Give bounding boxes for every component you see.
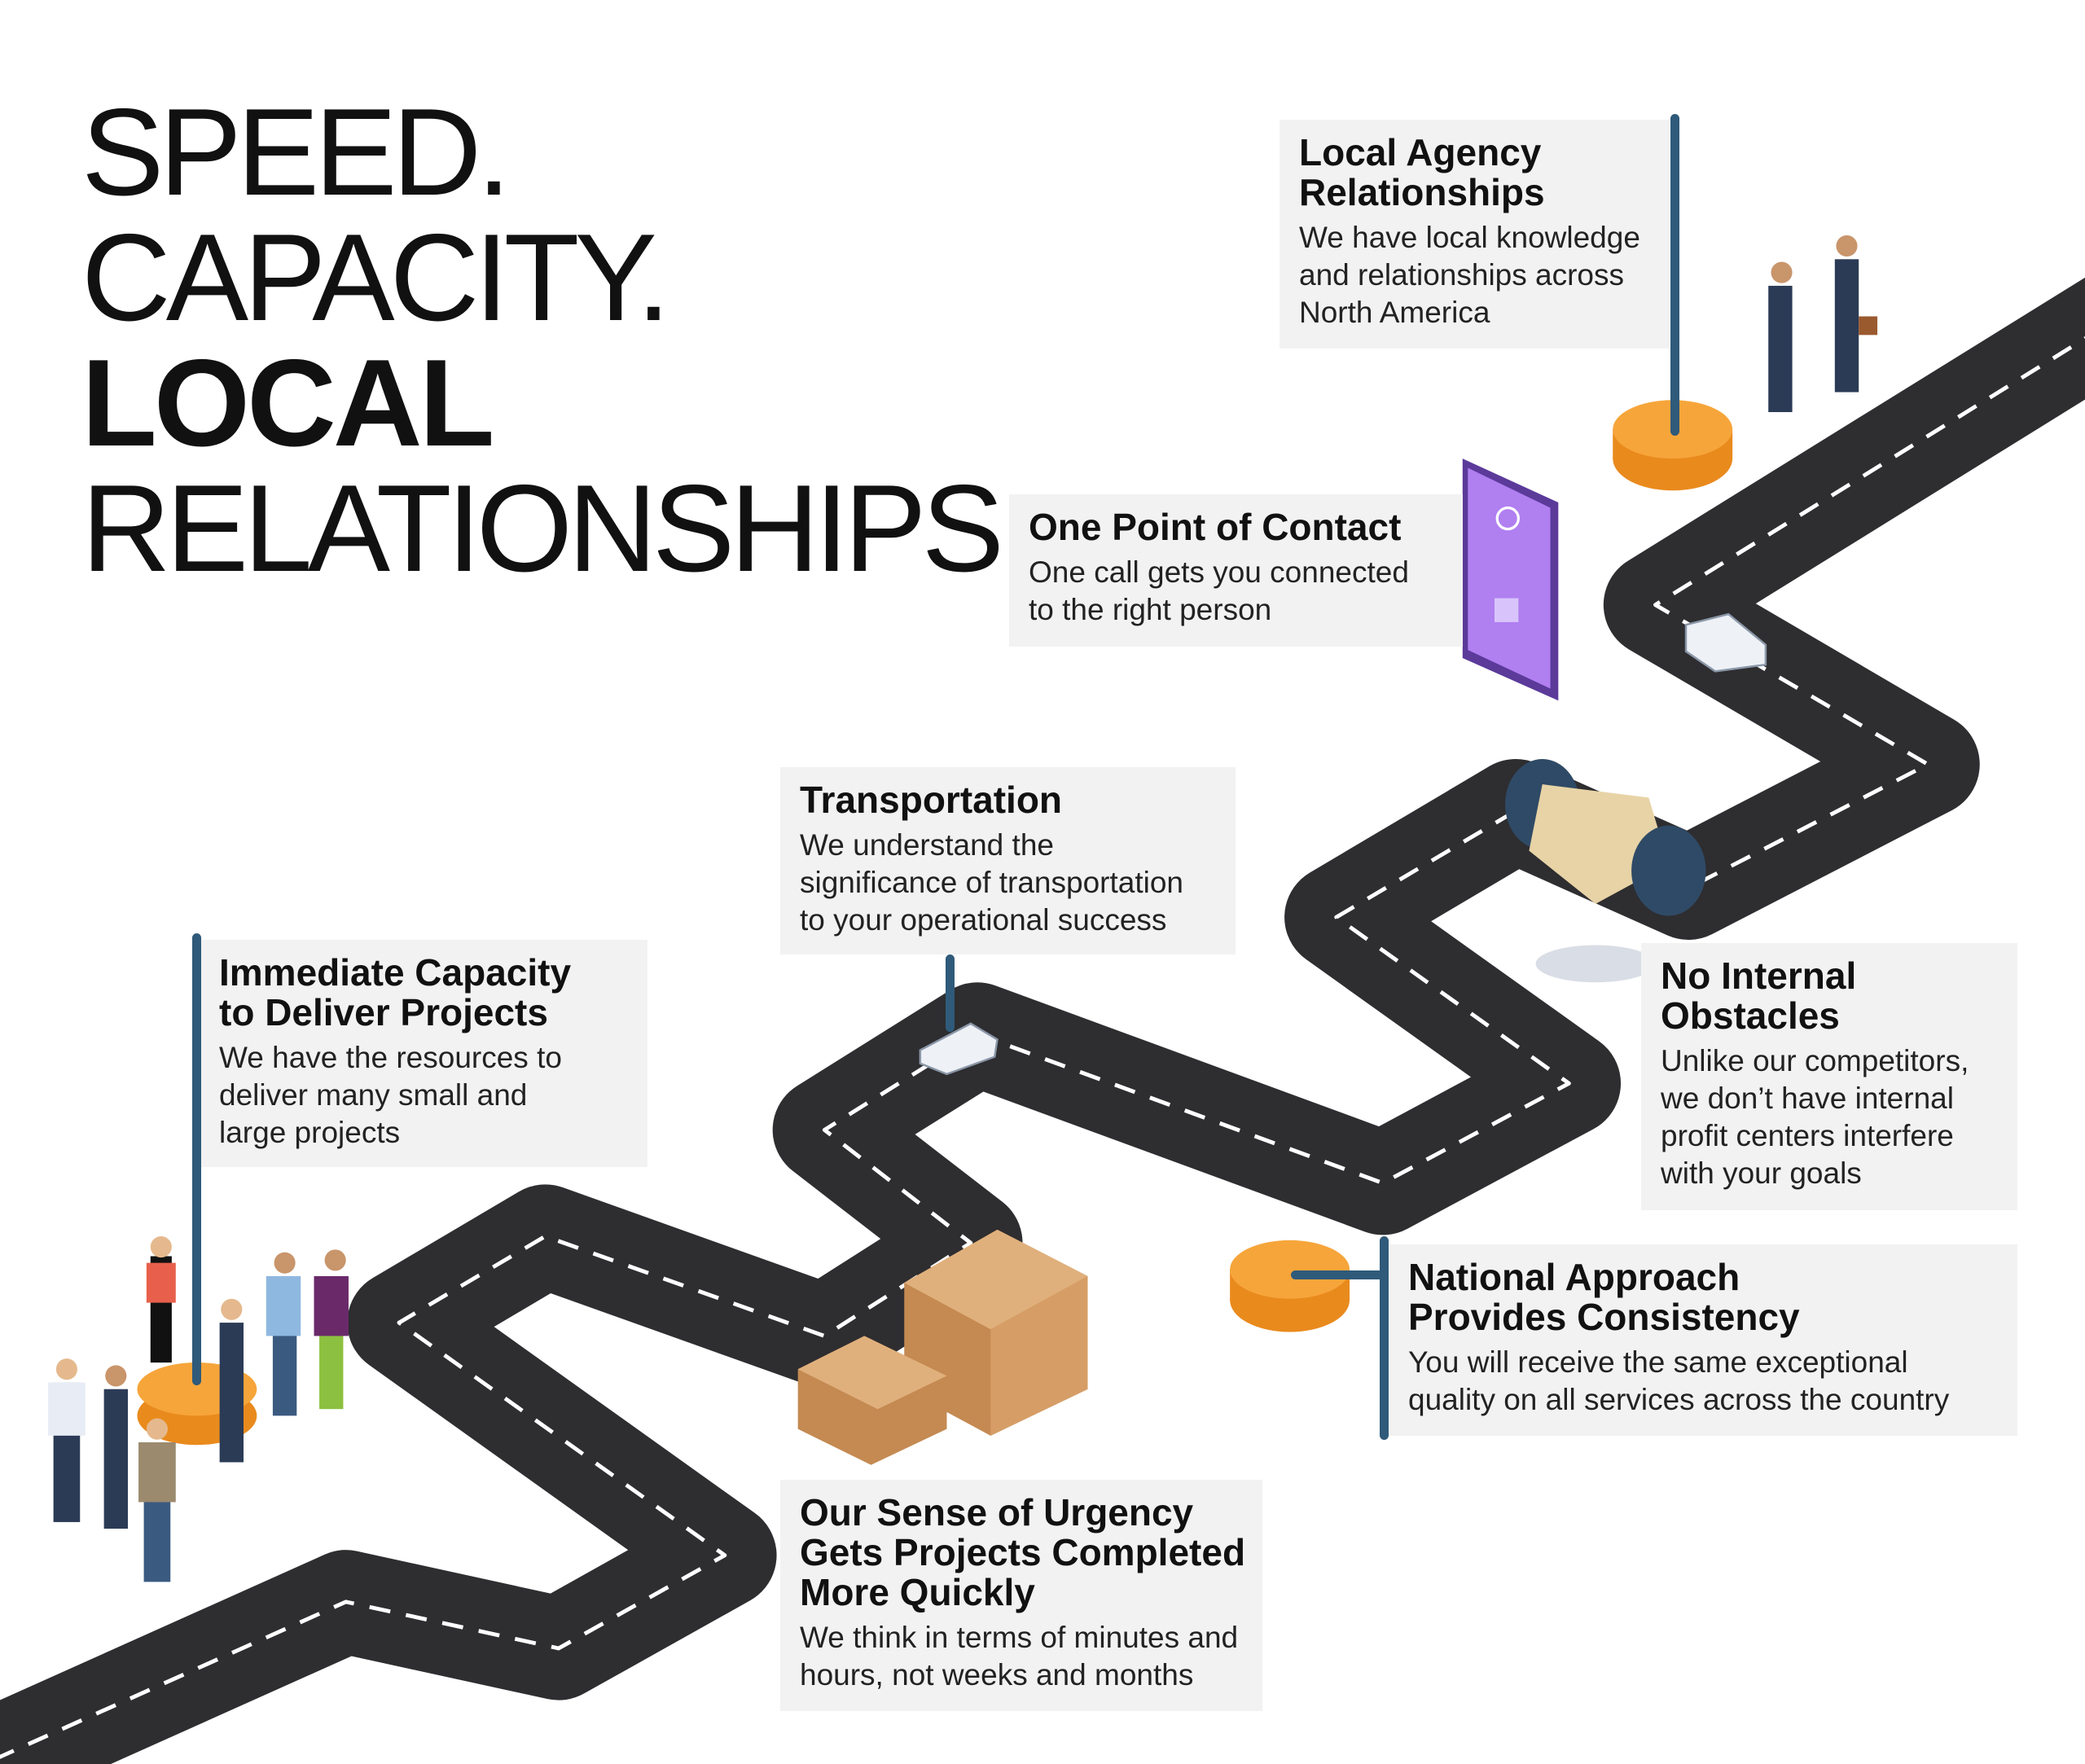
card-heading: Transportation — [800, 779, 1063, 821]
card-sense-of-urgency: Our Sense of Urgency Gets Projects Compl… — [780, 1480, 1262, 1711]
pole — [192, 933, 201, 1385]
card-heading: One Point of Contact — [1029, 506, 1402, 548]
card-one-point-of-contact: One Point of Contact One call gets you c… — [1009, 494, 1463, 647]
card-no-internal-obstacles: No Internal Obstacles Unlike our competi… — [1641, 943, 2017, 1210]
card-body: One call gets you connected to the right… — [1029, 555, 1409, 626]
title-line-capacity: CAPACITY. — [81, 208, 671, 347]
card-heading: Our Sense of Urgency Gets Projects Compl… — [800, 1491, 1246, 1613]
pole-connector — [1291, 1270, 1385, 1279]
boxes-icon — [797, 1229, 1088, 1465]
business-people-icon — [1768, 235, 1878, 412]
card-heading: Immediate Capacity to Deliver Projects — [219, 951, 572, 1033]
title-line-speed: SPEED. — [81, 83, 511, 222]
pole — [1670, 114, 1679, 436]
card-heading: National Approach Provides Consistency — [1408, 1256, 1800, 1338]
card-body: Unlike our competitors, we don’t have in… — [1661, 1044, 1969, 1190]
card-immediate-capacity: Immediate Capacity to Deliver Projects W… — [200, 940, 647, 1167]
card-body: We understand the significance of transp… — [800, 828, 1183, 937]
main-title: SPEED. CAPACITY. LOCAL RELATIONSHIPS. — [81, 83, 1034, 598]
card-body: We have local knowledge and relationship… — [1299, 221, 1640, 329]
road-center-line — [0, 336, 2085, 1759]
card-national-approach: National Approach Provides Consistency Y… — [1389, 1244, 2017, 1436]
card-heading: No Internal Obstacles — [1661, 954, 1857, 1037]
pole — [1380, 1236, 1389, 1440]
card-transportation: Transportation We understand the signifi… — [780, 767, 1236, 954]
card-heading: Local Agency Relationships — [1299, 131, 1545, 213]
crowd-icon — [48, 1235, 349, 1582]
title-line-local: LOCAL — [81, 334, 494, 472]
pole — [946, 954, 955, 1032]
van-icon — [919, 1022, 999, 1076]
phone-icon — [1462, 459, 1559, 701]
card-body: You will receive the same exceptional qu… — [1408, 1345, 1950, 1416]
card-local-agency: Local Agency Relationships We have local… — [1280, 120, 1669, 349]
title-line-relationships: RELATIONSHIPS. — [81, 459, 1034, 598]
card-body: We think in terms of minutes and hours, … — [800, 1621, 1239, 1692]
van-icon — [1684, 612, 1767, 673]
coin-icon — [1230, 1240, 1350, 1332]
handshake-icon — [1505, 759, 1706, 983]
card-body: We have the resources to deliver many sm… — [219, 1041, 562, 1149]
